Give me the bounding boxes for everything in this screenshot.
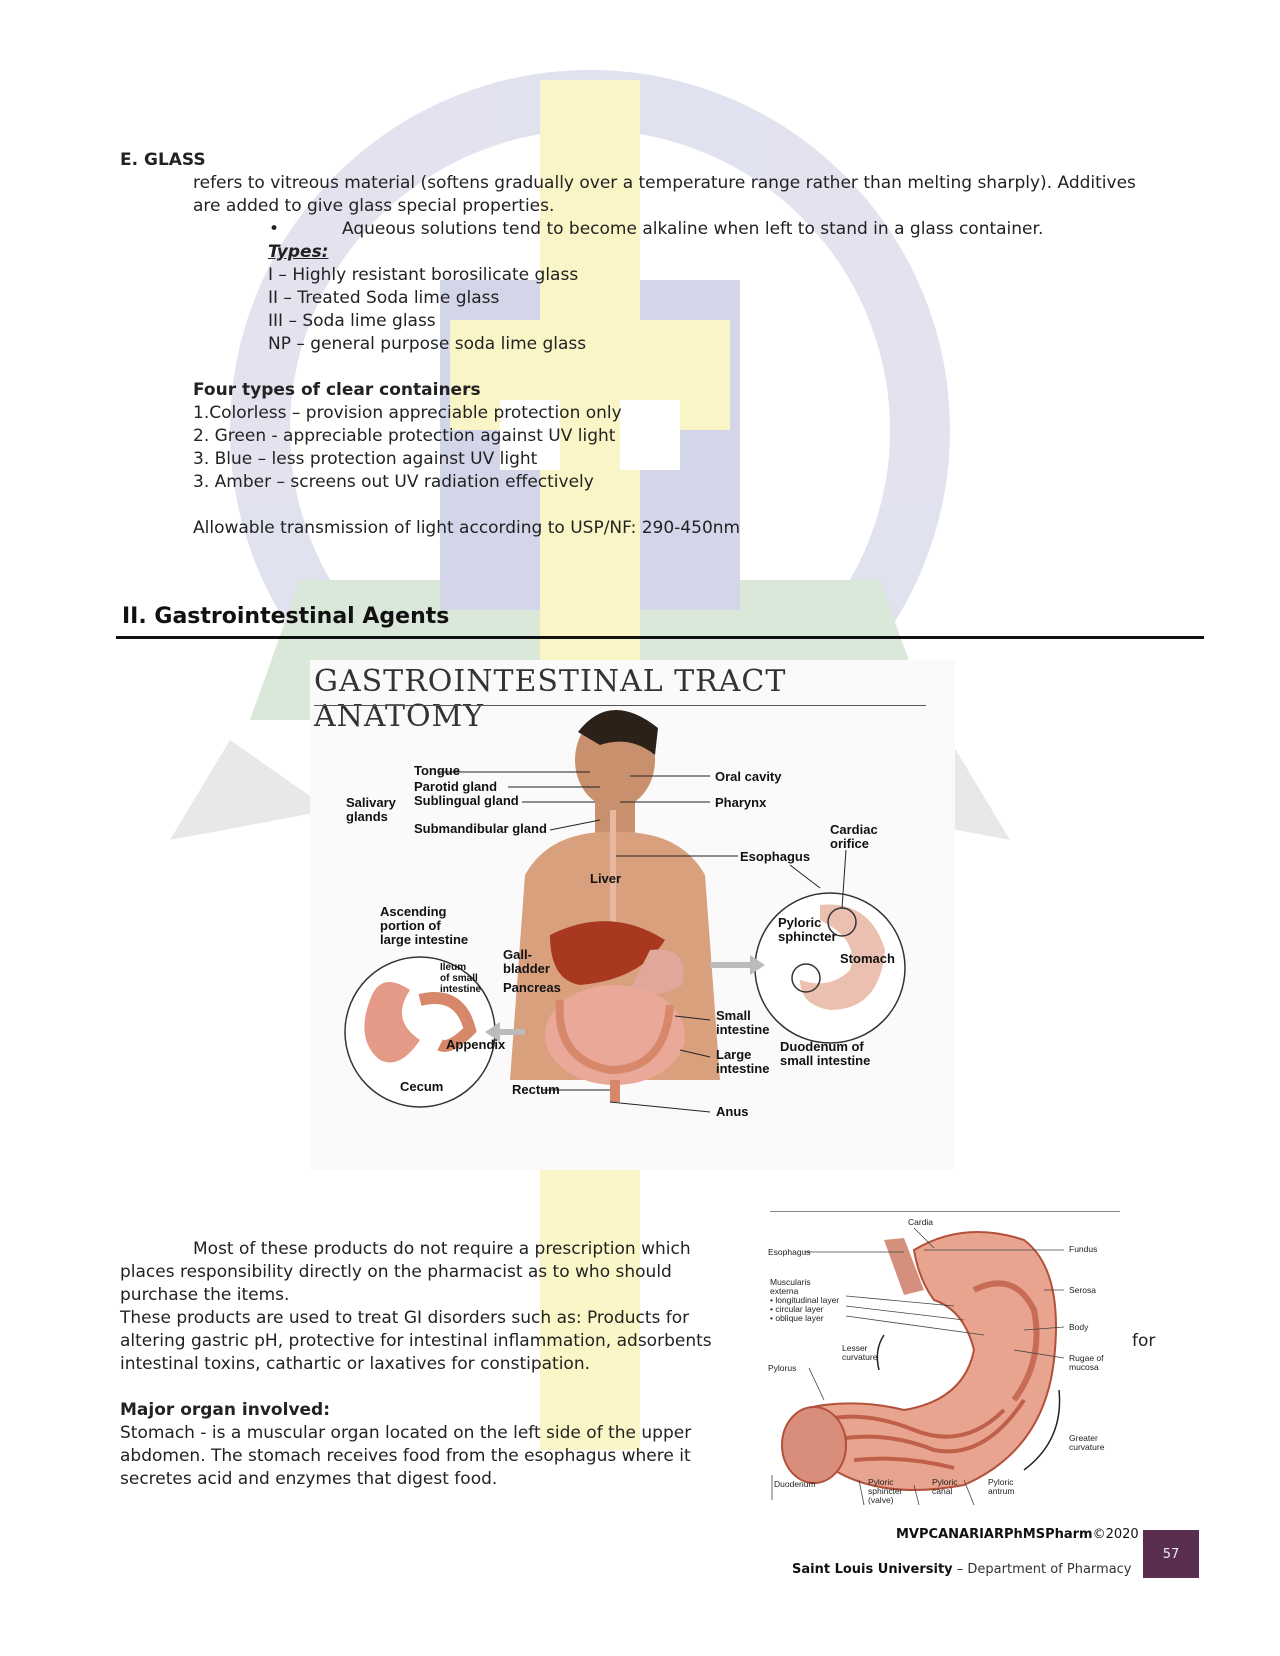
section-heading: II. Gastrointestinal Agents <box>122 604 450 629</box>
glass-intro-line1: refers to vitreous material (softens gra… <box>193 173 1136 193</box>
gi-tract-figure: GASTROINTESTINAL TRACT ANATOMY <box>310 660 955 1170</box>
label-rugae: Rugae of mucosa <box>1069 1353 1104 1372</box>
container-item: 1.Colorless – provision appreciable prot… <box>193 403 622 423</box>
label-fundus: Fundus <box>1069 1244 1098 1254</box>
glass-type-item: III – Soda lime glass <box>268 311 436 331</box>
stomach-figure: Cardia Fundus Esophagus Muscularis exter… <box>764 1210 1124 1515</box>
container-item: 2. Green - appreciable protection agains… <box>193 426 616 446</box>
label-large-intestine: Large intestine <box>716 1047 770 1076</box>
stomach-illustration <box>771 1227 1065 1506</box>
footer-department: – Department of Pharmacy <box>952 1562 1132 1577</box>
paragraph-gi-disorders: These products are used to treat GI diso… <box>120 1308 712 1351</box>
label-serosa: Serosa <box>1069 1285 1096 1295</box>
stomach-figure-top-rule <box>770 1211 1120 1212</box>
label-cardiac-orifice: Cardiac orifice <box>830 822 878 851</box>
label-pyloric-sphincter: Pyloric sphincter <box>778 915 837 944</box>
organ-description: Stomach - is a muscular organ located on… <box>120 1423 692 1489</box>
glass-type-item: I – Highly resistant borosilicate glass <box>268 265 579 285</box>
glass-type-item: II – Treated Soda lime glass <box>268 288 500 308</box>
label-gallbladder: Gall- bladder <box>503 947 550 976</box>
gi-anatomy-illustration <box>344 709 906 1113</box>
label-parotid-gland: Parotid gland <box>414 779 498 794</box>
section-rule <box>116 636 1204 639</box>
label-lesser-curvature: Lesser curvature <box>842 1343 878 1362</box>
label-ileum: Ileum of small intestine <box>440 962 482 995</box>
paragraph-prescription: Most of these products do not require a … <box>120 1239 691 1305</box>
transmission-note: Allowable transmission of light accordin… <box>193 518 741 538</box>
figure-title-rule <box>314 705 926 706</box>
label-sublingual-gland: Sublingual gland <box>414 793 519 808</box>
label-pylorus: Pylorus <box>768 1363 797 1373</box>
label-esophagus-stomach: Esophagus <box>768 1247 811 1257</box>
label-pyloric-sphincter-valve: Pyloric sphincter (valve) <box>868 1477 903 1505</box>
label-duodenum-stomach: Duodenum <box>774 1479 816 1489</box>
containers-heading: Four types of clear containers <box>193 380 481 400</box>
label-rectum: Rectum <box>512 1082 560 1097</box>
footer-author: MVPCANARIARPhMSPharm©2020 <box>896 1527 1139 1542</box>
label-pharynx: Pharynx <box>715 795 767 810</box>
types-label: Types: <box>268 242 329 262</box>
label-duodenum: Duodenum of small intestine <box>780 1039 871 1068</box>
paragraph-gi-disorders-end: intestinal toxins, cathartic or laxative… <box>120 1354 591 1374</box>
figure-title: GASTROINTESTINAL TRACT ANATOMY <box>314 664 787 734</box>
glass-type-item: NP – general purpose soda lime glass <box>268 334 587 354</box>
label-pyloric-antrum: Pyloric antrum <box>988 1477 1015 1496</box>
label-stomach: Stomach <box>840 951 895 966</box>
label-anus: Anus <box>716 1104 749 1119</box>
label-body: Body <box>1069 1322 1089 1332</box>
label-tongue: Tongue <box>414 763 460 778</box>
label-greater-curvature: Greater curvature <box>1069 1433 1105 1452</box>
container-item: 3. Amber – screens out UV radiation effe… <box>193 472 594 492</box>
bullet-text: Aqueous solutions tend to become alkalin… <box>342 219 1044 239</box>
label-salivary-glands: Salivary glands <box>346 795 396 824</box>
label-muscularis-externa: Muscularis externa • longitudinal layer … <box>770 1277 840 1323</box>
footer-university-name: Saint Louis University <box>792 1562 953 1577</box>
label-appendix: Appendix <box>446 1037 506 1052</box>
label-liver: Liver <box>590 871 622 886</box>
label-cardia: Cardia <box>908 1217 934 1227</box>
label-ascending-large-intestine: Ascending portion of large intestine <box>380 904 469 947</box>
glass-heading: E. GLASS <box>120 150 206 170</box>
label-pyloric-canal: Pyloric canal <box>932 1477 958 1496</box>
container-item: 3. Blue – less protection against UV lig… <box>193 449 538 469</box>
organ-heading: Major organ involved: <box>120 1400 331 1420</box>
label-esophagus: Esophagus <box>740 849 811 864</box>
label-submandibular-gland: Submandibular gland <box>414 821 547 836</box>
label-oral-cavity: Oral cavity <box>715 769 782 784</box>
bullet-symbol: • <box>269 219 280 239</box>
label-small-intestine: Small intestine <box>716 1008 770 1037</box>
paragraph-gi-disorders-for: for <box>1132 1331 1156 1351</box>
label-pancreas: Pancreas <box>503 980 561 995</box>
label-cecum: Cecum <box>400 1079 444 1094</box>
footer-author-name: MVPCANARIARPhMSPharm <box>896 1527 1093 1542</box>
glass-intro-line2: are added to give glass special properti… <box>193 196 555 216</box>
footer-copyright: ©2020 <box>1092 1527 1139 1542</box>
page-number-badge: 57 <box>1143 1530 1199 1578</box>
footer-university: Saint Louis University – Department of P… <box>792 1562 1132 1577</box>
